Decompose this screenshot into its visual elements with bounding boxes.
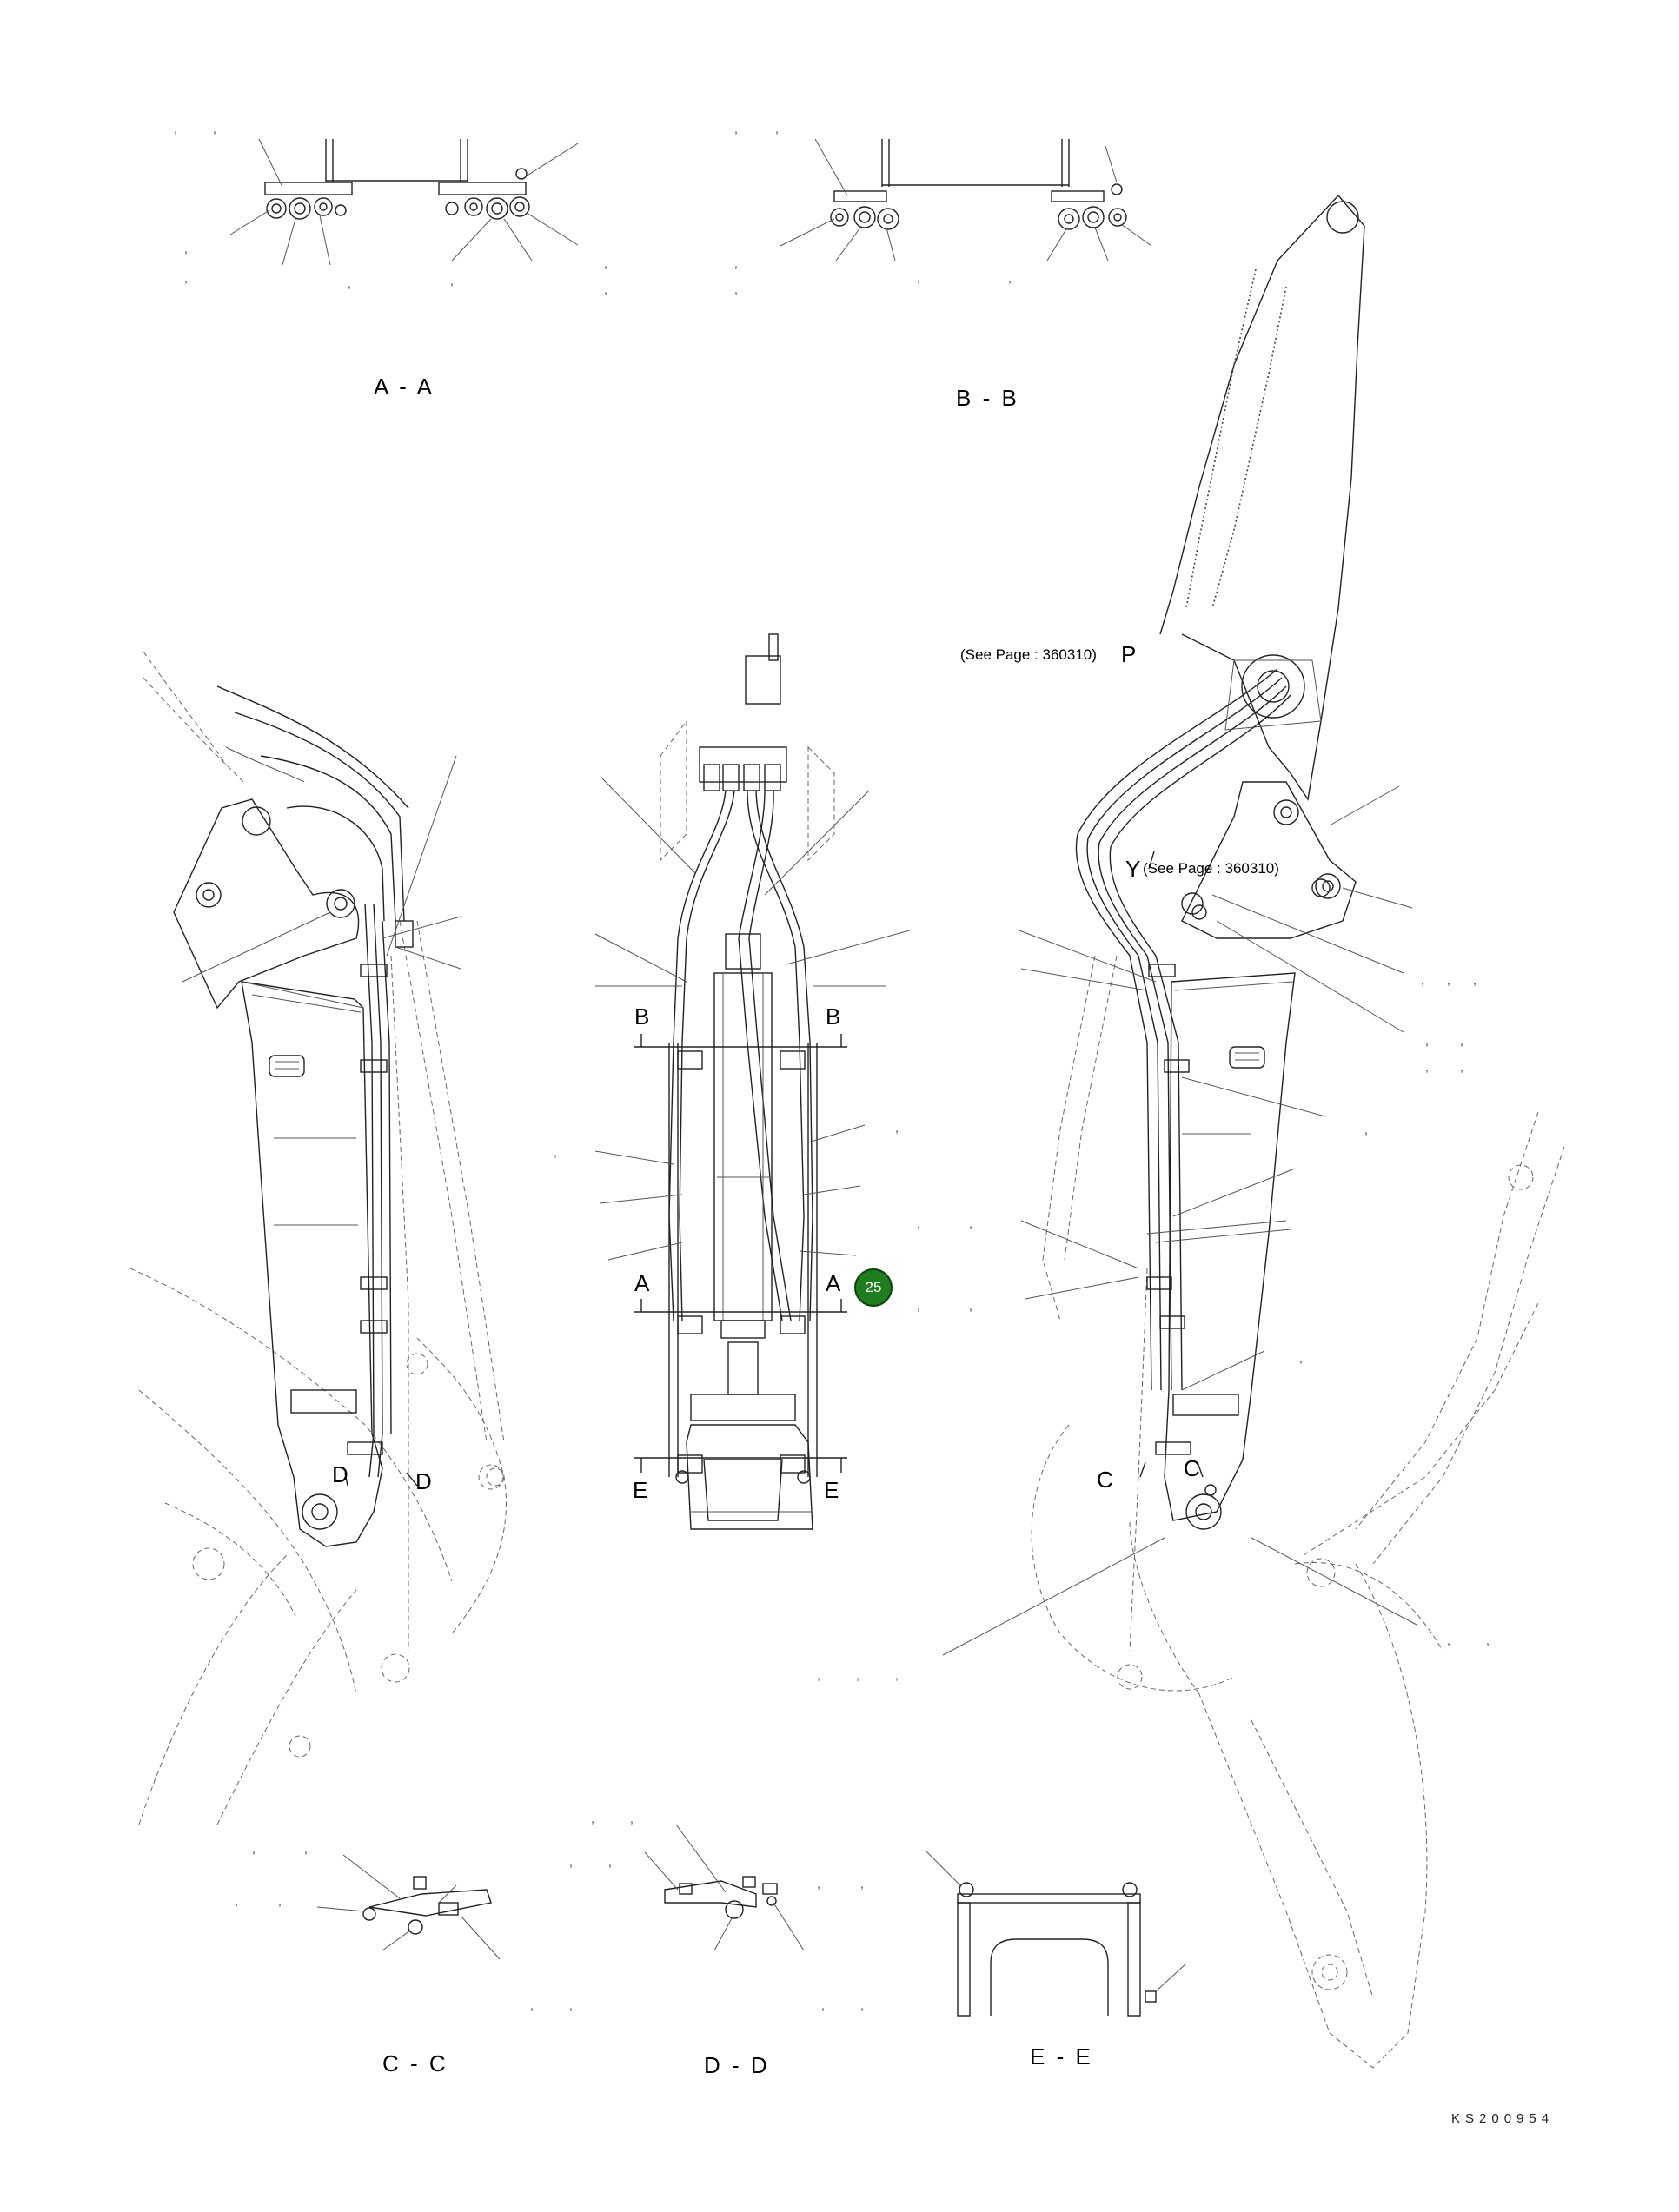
placeholder-mark: ,	[734, 122, 738, 136]
placeholder-mark: ,	[856, 1668, 859, 1682]
cut-mark-e-left: E	[633, 1477, 648, 1503]
reference-y-letter: Y	[1125, 856, 1141, 882]
cut-mark-b-right: B	[826, 1003, 841, 1030]
right-boom-side-view	[942, 195, 1565, 2069]
placeholder-mark: ,	[174, 122, 177, 136]
placeholder-mark: ,	[1008, 271, 1012, 285]
placeholder-mark: ,	[304, 1842, 308, 1856]
placeholder-mark: ,	[917, 271, 920, 285]
placeholder-mark: ,	[969, 1299, 972, 1313]
placeholder-mark: ,	[1486, 1633, 1490, 1647]
placeholder-mark: ,	[554, 1145, 557, 1159]
placeholder-mark: ,	[1364, 1123, 1368, 1136]
placeholder-mark: ,	[1460, 1034, 1463, 1048]
placeholder-mark: ,	[817, 1668, 820, 1682]
placeholder-mark: ,	[1447, 1633, 1450, 1647]
section-title-bb: B - B	[956, 385, 1019, 411]
reference-p-text: (See Page : 360310)	[960, 646, 1097, 663]
placeholder-mark: ,	[608, 1855, 612, 1869]
part-callout-badge[interactable]: 25	[854, 1268, 893, 1307]
center-arm-front-view	[594, 633, 913, 1530]
cut-mark-c-right: C	[1184, 1455, 1200, 1481]
placeholder-mark: ,	[1473, 973, 1477, 987]
placeholder-mark: ,	[1425, 1060, 1429, 1074]
placeholder-mark: ,	[1421, 973, 1424, 987]
placeholder-mark: ,	[278, 1894, 282, 1908]
placeholder-mark: ,	[1425, 1034, 1429, 1048]
placeholder-mark: ,	[235, 1894, 238, 1908]
section-title-aa: A - A	[374, 374, 435, 400]
placeholder-mark: ,	[860, 1998, 864, 2012]
placeholder-mark: ,	[860, 1877, 864, 1891]
drawing-code: KS200954	[1451, 2111, 1555, 2126]
placeholder-mark: ,	[213, 122, 216, 136]
cut-mark-d-right: D	[415, 1468, 432, 1494]
placeholder-mark: ,	[1299, 1351, 1303, 1365]
section-dd-view	[644, 1824, 805, 1951]
cut-mark-a-right: A	[826, 1270, 841, 1296]
placeholder-mark: ,	[569, 1998, 573, 2012]
placeholder-mark: ,	[530, 1998, 534, 2012]
placeholder-mark: ,	[184, 242, 188, 255]
section-cc-view	[316, 1854, 501, 1960]
placeholder-mark: ,	[821, 1998, 825, 2012]
cut-mark-e-right: E	[824, 1477, 840, 1503]
section-ee-view	[925, 1850, 1187, 2017]
placeholder-mark: ,	[184, 271, 188, 285]
placeholder-mark: ,	[817, 1877, 820, 1891]
placeholder-mark: ,	[348, 276, 351, 290]
placeholder-mark: ,	[895, 1121, 899, 1135]
cut-mark-a-left: A	[634, 1270, 650, 1296]
reference-y-text: (See Page : 360310)	[1143, 860, 1279, 877]
section-bb-view	[780, 138, 1152, 262]
placeholder-mark: ,	[450, 274, 454, 288]
placeholder-mark: ,	[1447, 973, 1450, 987]
placeholder-mark: ,	[734, 256, 738, 270]
placeholder-mark: ,	[252, 1842, 256, 1856]
section-title-cc: C - C	[382, 2050, 448, 2076]
section-title-ee: E - E	[1030, 2043, 1093, 2070]
placeholder-mark: ,	[775, 122, 779, 136]
section-title-dd: D - D	[704, 2052, 770, 2078]
placeholder-mark: ,	[591, 1811, 594, 1825]
left-arm-side-view	[129, 651, 507, 1825]
placeholder-mark: ,	[1460, 1060, 1463, 1074]
placeholder-mark: ,	[569, 1855, 573, 1869]
placeholder-mark: ,	[734, 282, 738, 296]
placeholder-mark: ,	[604, 256, 607, 270]
cut-mark-c-left: C	[1097, 1467, 1113, 1493]
placeholder-mark: ,	[604, 282, 607, 296]
cut-mark-b-left: B	[634, 1003, 650, 1030]
placeholder-mark: ,	[630, 1811, 634, 1825]
placeholder-mark: ,	[969, 1216, 972, 1230]
cut-mark-d-left: D	[332, 1461, 348, 1487]
section-aa-view	[229, 138, 579, 266]
placeholder-mark: ,	[917, 1299, 920, 1313]
placeholder-mark: ,	[895, 1668, 899, 1682]
placeholder-mark: ,	[917, 1216, 920, 1230]
reference-p-letter: P	[1121, 641, 1137, 667]
